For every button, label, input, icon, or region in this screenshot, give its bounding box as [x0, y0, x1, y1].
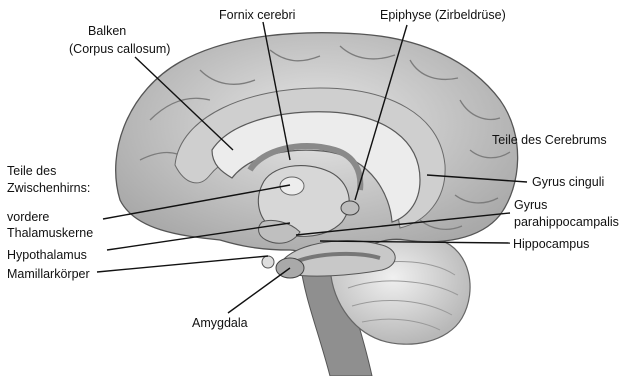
label-gyrus-para-2: parahippocampalis — [514, 215, 619, 230]
label-balken: Balken — [88, 24, 126, 39]
label-amygdala: Amygdala — [192, 316, 248, 331]
label-teile-cerebrum: Teile des Cerebrums — [492, 133, 607, 148]
label-vordere-2: Thalamuskerne — [7, 226, 93, 241]
label-gyrus-para-1: Gyrus — [514, 198, 547, 213]
label-epiphyse: Epiphyse (Zirbeldrüse) — [380, 8, 506, 23]
label-vordere-1: vordere — [7, 210, 49, 225]
label-teile-zwischenhirn-2: Zwischenhirns: — [7, 181, 90, 196]
pineal-gland — [341, 201, 359, 215]
label-mamillar: Mamillarkörper — [7, 267, 90, 282]
label-fornix: Fornix cerebri — [219, 8, 295, 23]
label-gyrus-cinguli: Gyrus cinguli — [532, 175, 604, 190]
label-teile-zwischenhirn-1: Teile des — [7, 164, 56, 179]
mamillary-body — [262, 256, 274, 268]
label-corpus-callosum: (Corpus callosum) — [69, 42, 170, 57]
label-hypothalamus: Hypothalamus — [7, 248, 87, 263]
label-hippocampus: Hippocampus — [513, 237, 589, 252]
